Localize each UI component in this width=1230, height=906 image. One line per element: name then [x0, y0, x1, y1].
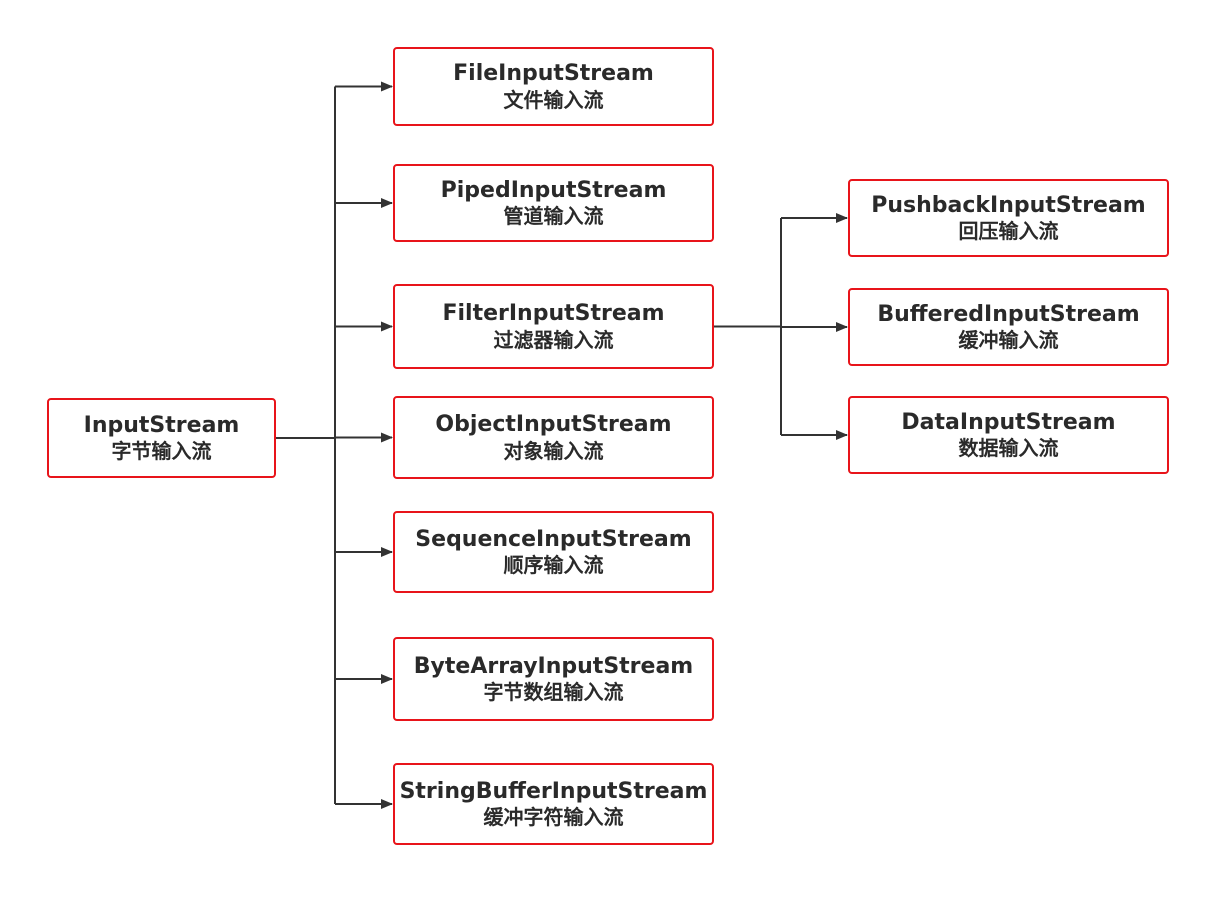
node-subtitle: 字节输入流: [111, 439, 212, 464]
node-bufferedinputstream: BufferedInputStream 缓冲输入流: [848, 288, 1169, 366]
node-subtitle: 缓冲字符输入流: [483, 805, 624, 830]
node-filterinputstream: FilterInputStream 过滤器输入流: [393, 284, 714, 369]
node-pushbackinputstream: PushbackInputStream 回压输入流: [848, 179, 1169, 257]
node-title: BufferedInputStream: [877, 301, 1140, 327]
node-title: FilterInputStream: [442, 301, 665, 327]
node-bytearrayinputstream: ByteArrayInputStream 字节数组输入流: [393, 637, 714, 721]
node-title: PushbackInputStream: [871, 192, 1146, 218]
node-sequenceinputstream: SequenceInputStream 顺序输入流: [393, 511, 714, 593]
node-datainputstream: DataInputStream 数据输入流: [848, 396, 1169, 474]
node-title: StringBufferInputStream: [399, 778, 708, 804]
node-subtitle: 对象输入流: [503, 438, 604, 463]
node-objectinputstream: ObjectInputStream 对象输入流: [393, 396, 714, 479]
node-pipedinputstream: PipedInputStream 管道输入流: [393, 164, 714, 242]
node-title: FileInputStream: [453, 61, 654, 87]
node-title: PipedInputStream: [440, 177, 667, 203]
node-title: SequenceInputStream: [415, 526, 692, 552]
node-subtitle: 文件输入流: [503, 87, 604, 112]
node-stringbufferinputstream: StringBufferInputStream 缓冲字符输入流: [393, 763, 714, 845]
node-title: InputStream: [83, 412, 240, 438]
node-title: DataInputStream: [901, 409, 1116, 435]
node-subtitle: 数据输入流: [958, 436, 1059, 461]
node-subtitle: 过滤器输入流: [493, 327, 614, 352]
node-subtitle: 管道输入流: [503, 204, 604, 229]
node-fileinputstream: FileInputStream 文件输入流: [393, 47, 714, 126]
node-inputstream: InputStream 字节输入流: [47, 398, 276, 478]
node-title: ByteArrayInputStream: [413, 653, 694, 679]
node-subtitle: 回压输入流: [958, 219, 1059, 244]
node-subtitle: 顺序输入流: [503, 553, 604, 578]
node-title: ObjectInputStream: [435, 412, 672, 438]
node-subtitle: 字节数组输入流: [483, 680, 624, 705]
node-subtitle: 缓冲输入流: [958, 328, 1059, 353]
